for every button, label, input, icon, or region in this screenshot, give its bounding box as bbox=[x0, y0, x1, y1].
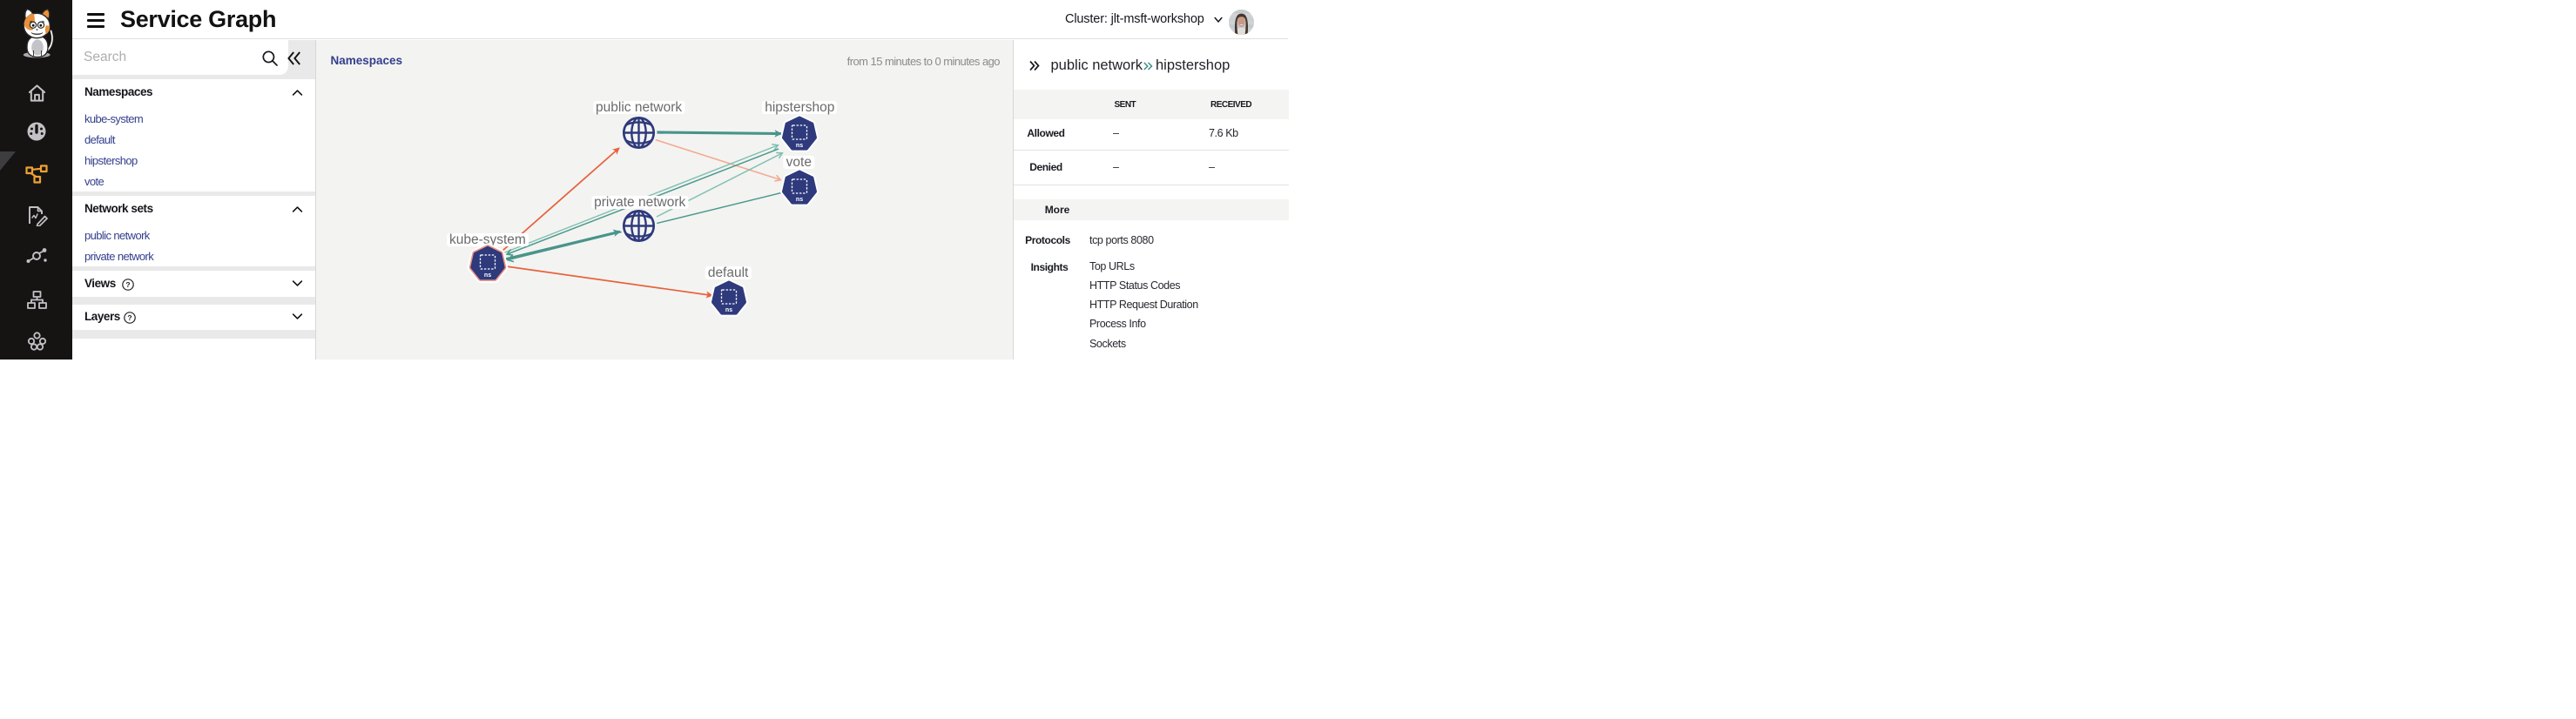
svg-text:?: ? bbox=[125, 280, 130, 289]
svg-text:?: ? bbox=[127, 313, 131, 322]
